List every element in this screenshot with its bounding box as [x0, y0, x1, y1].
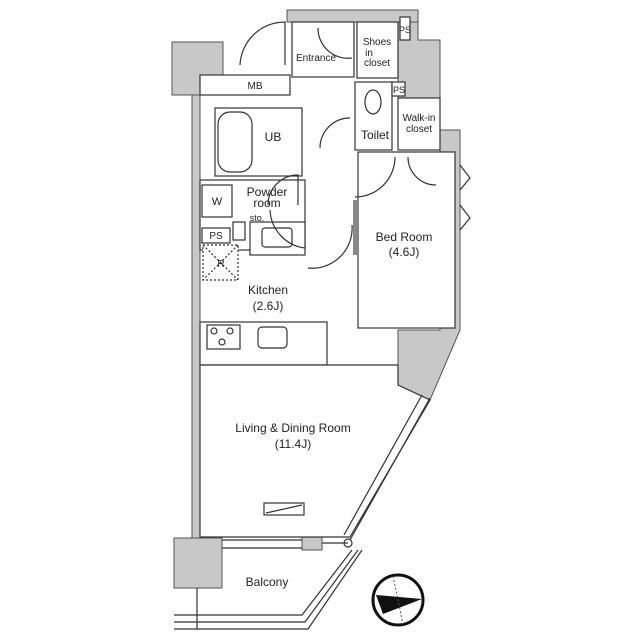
doors[interactable]	[239, 21, 471, 269]
toilet-door[interactable]	[319, 117, 351, 149]
washer-space	[201, 184, 233, 218]
bedroom-door[interactable]	[354, 156, 396, 198]
label-sto: sto.	[250, 213, 265, 223]
window-2[interactable]	[459, 204, 471, 231]
kitchen-sink	[257, 326, 288, 349]
label-ub: UB	[265, 130, 282, 144]
basin	[261, 227, 293, 248]
label-walk-in-2: closet	[406, 124, 432, 135]
label-shoes-1: Shoes	[363, 37, 391, 48]
wall-top	[286, 9, 419, 23]
bedroom-closet-door	[353, 200, 358, 255]
ps-kitchen	[201, 227, 231, 244]
balcony-railing	[174, 549, 363, 630]
walk-in-closet	[397, 97, 441, 151]
label-fridge: R	[217, 259, 224, 270]
label-powder-1: Powder	[247, 185, 288, 199]
label-living: Living & Dining Room	[235, 421, 350, 435]
label-shoes-3: closet	[364, 58, 390, 69]
mb-room	[199, 74, 291, 96]
storage	[232, 221, 246, 241]
label-entrance: Entrance	[296, 53, 336, 64]
column-bottom-left	[173, 537, 223, 589]
label-living-size: (11.4J)	[275, 437, 311, 451]
window-1[interactable]	[459, 164, 471, 191]
label-kitchen: Kitchen	[248, 283, 288, 297]
entrance-room	[291, 21, 355, 78]
label-mb: MB	[248, 81, 263, 92]
toilet-room	[354, 81, 393, 151]
shoes-closet	[356, 21, 399, 79]
label-kitchen-size: (2.6J)	[253, 299, 284, 313]
label-bedroom: Bed Room	[376, 230, 433, 244]
ps-toilet	[391, 81, 406, 97]
closet-door[interactable]	[407, 156, 437, 186]
window-sashes[interactable]	[222, 394, 431, 549]
ps-top	[399, 16, 411, 41]
label-powder-2: room	[253, 196, 280, 210]
label-shoes-2: in	[365, 48, 373, 59]
label-walk-in-1: Walk-in	[403, 113, 436, 124]
powder-door[interactable]	[269, 209, 306, 249]
label-washer: W	[212, 196, 223, 208]
entrance-door[interactable]	[317, 27, 353, 59]
bedroom	[357, 151, 456, 329]
hall-door[interactable]	[307, 224, 353, 269]
north-arrow-icon	[371, 573, 425, 627]
label-balcony: Balcony	[246, 575, 289, 589]
label-ps-toilet: PS	[393, 85, 405, 95]
living-dining-room	[199, 364, 431, 538]
label-ps-kitchen: PS	[209, 231, 223, 242]
wall-left	[191, 94, 201, 541]
bathtub	[217, 111, 253, 173]
label-toilet: Toilet	[361, 128, 390, 142]
front-door[interactable]	[239, 21, 286, 66]
room-labels: Entrance Shoes in closet PS PS MB UB Toi…	[209, 25, 435, 589]
rooms	[199, 16, 456, 538]
label-bedroom-size: (4.6J)	[389, 245, 420, 259]
toilet-bowl	[364, 89, 382, 115]
label-ps-top: PS	[399, 25, 411, 35]
stove	[206, 324, 241, 350]
column-bottom	[301, 536, 323, 551]
ub-door[interactable]	[267, 174, 299, 206]
